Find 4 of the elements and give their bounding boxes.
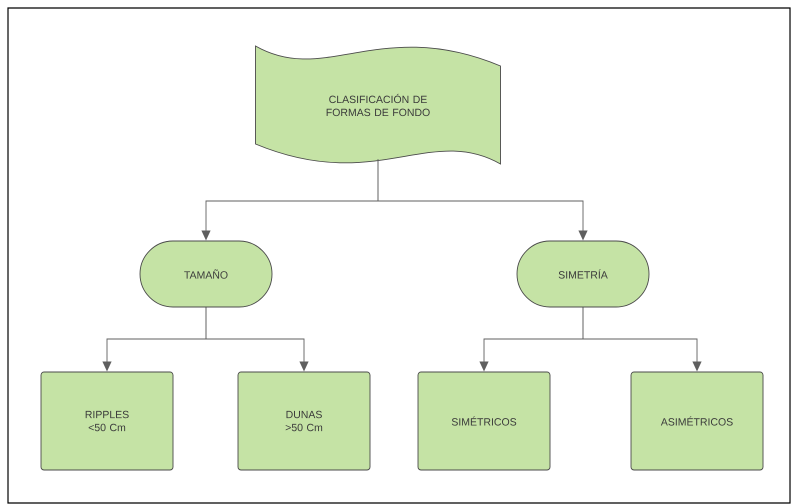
process-box: RIPPLES <50 Cm [40, 372, 174, 470]
process-box: DUNAS >50 Cm [238, 372, 370, 470]
process-box: ASIMÉTRICOS [630, 372, 764, 470]
process-box: SIMÉTRICOS [418, 372, 550, 470]
